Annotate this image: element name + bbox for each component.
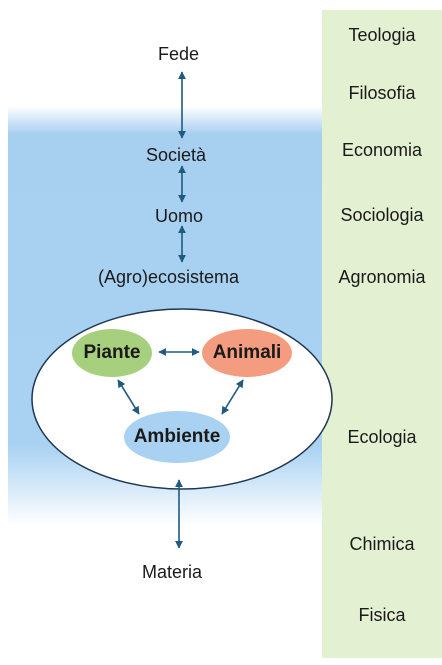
node-agroecosistema: (Agro)ecosistema (98, 267, 240, 287)
discipline-agronomia: Agronomia (338, 267, 426, 287)
label-animali: Animali (212, 342, 282, 363)
arrow-piante-ambiente (117, 379, 140, 415)
label-ambiente: Ambiente (133, 426, 221, 447)
discipline-ecologia: Ecologia (347, 427, 417, 447)
discipline-teologia: Teologia (348, 25, 416, 45)
node-fede: Fede (158, 44, 200, 64)
discipline-fisica: Fisica (358, 605, 406, 625)
node-societa: Società (146, 145, 207, 165)
arrow-animali-ambiente (221, 379, 244, 415)
animali-ellipse (202, 329, 292, 377)
node-uomo: Uomo (155, 206, 204, 226)
discipline-filosofia: Filosofia (348, 83, 416, 103)
label-piante: Piante (83, 342, 141, 363)
disciplines-column (322, 10, 442, 658)
discipline-sociologia: Sociologia (340, 205, 424, 225)
discipline-chimica: Chimica (349, 534, 415, 554)
discipline-economia: Economia (341, 140, 423, 160)
node-materia: Materia (142, 562, 203, 582)
piante-ellipse (72, 329, 152, 377)
ambiente-ellipse (124, 411, 230, 463)
